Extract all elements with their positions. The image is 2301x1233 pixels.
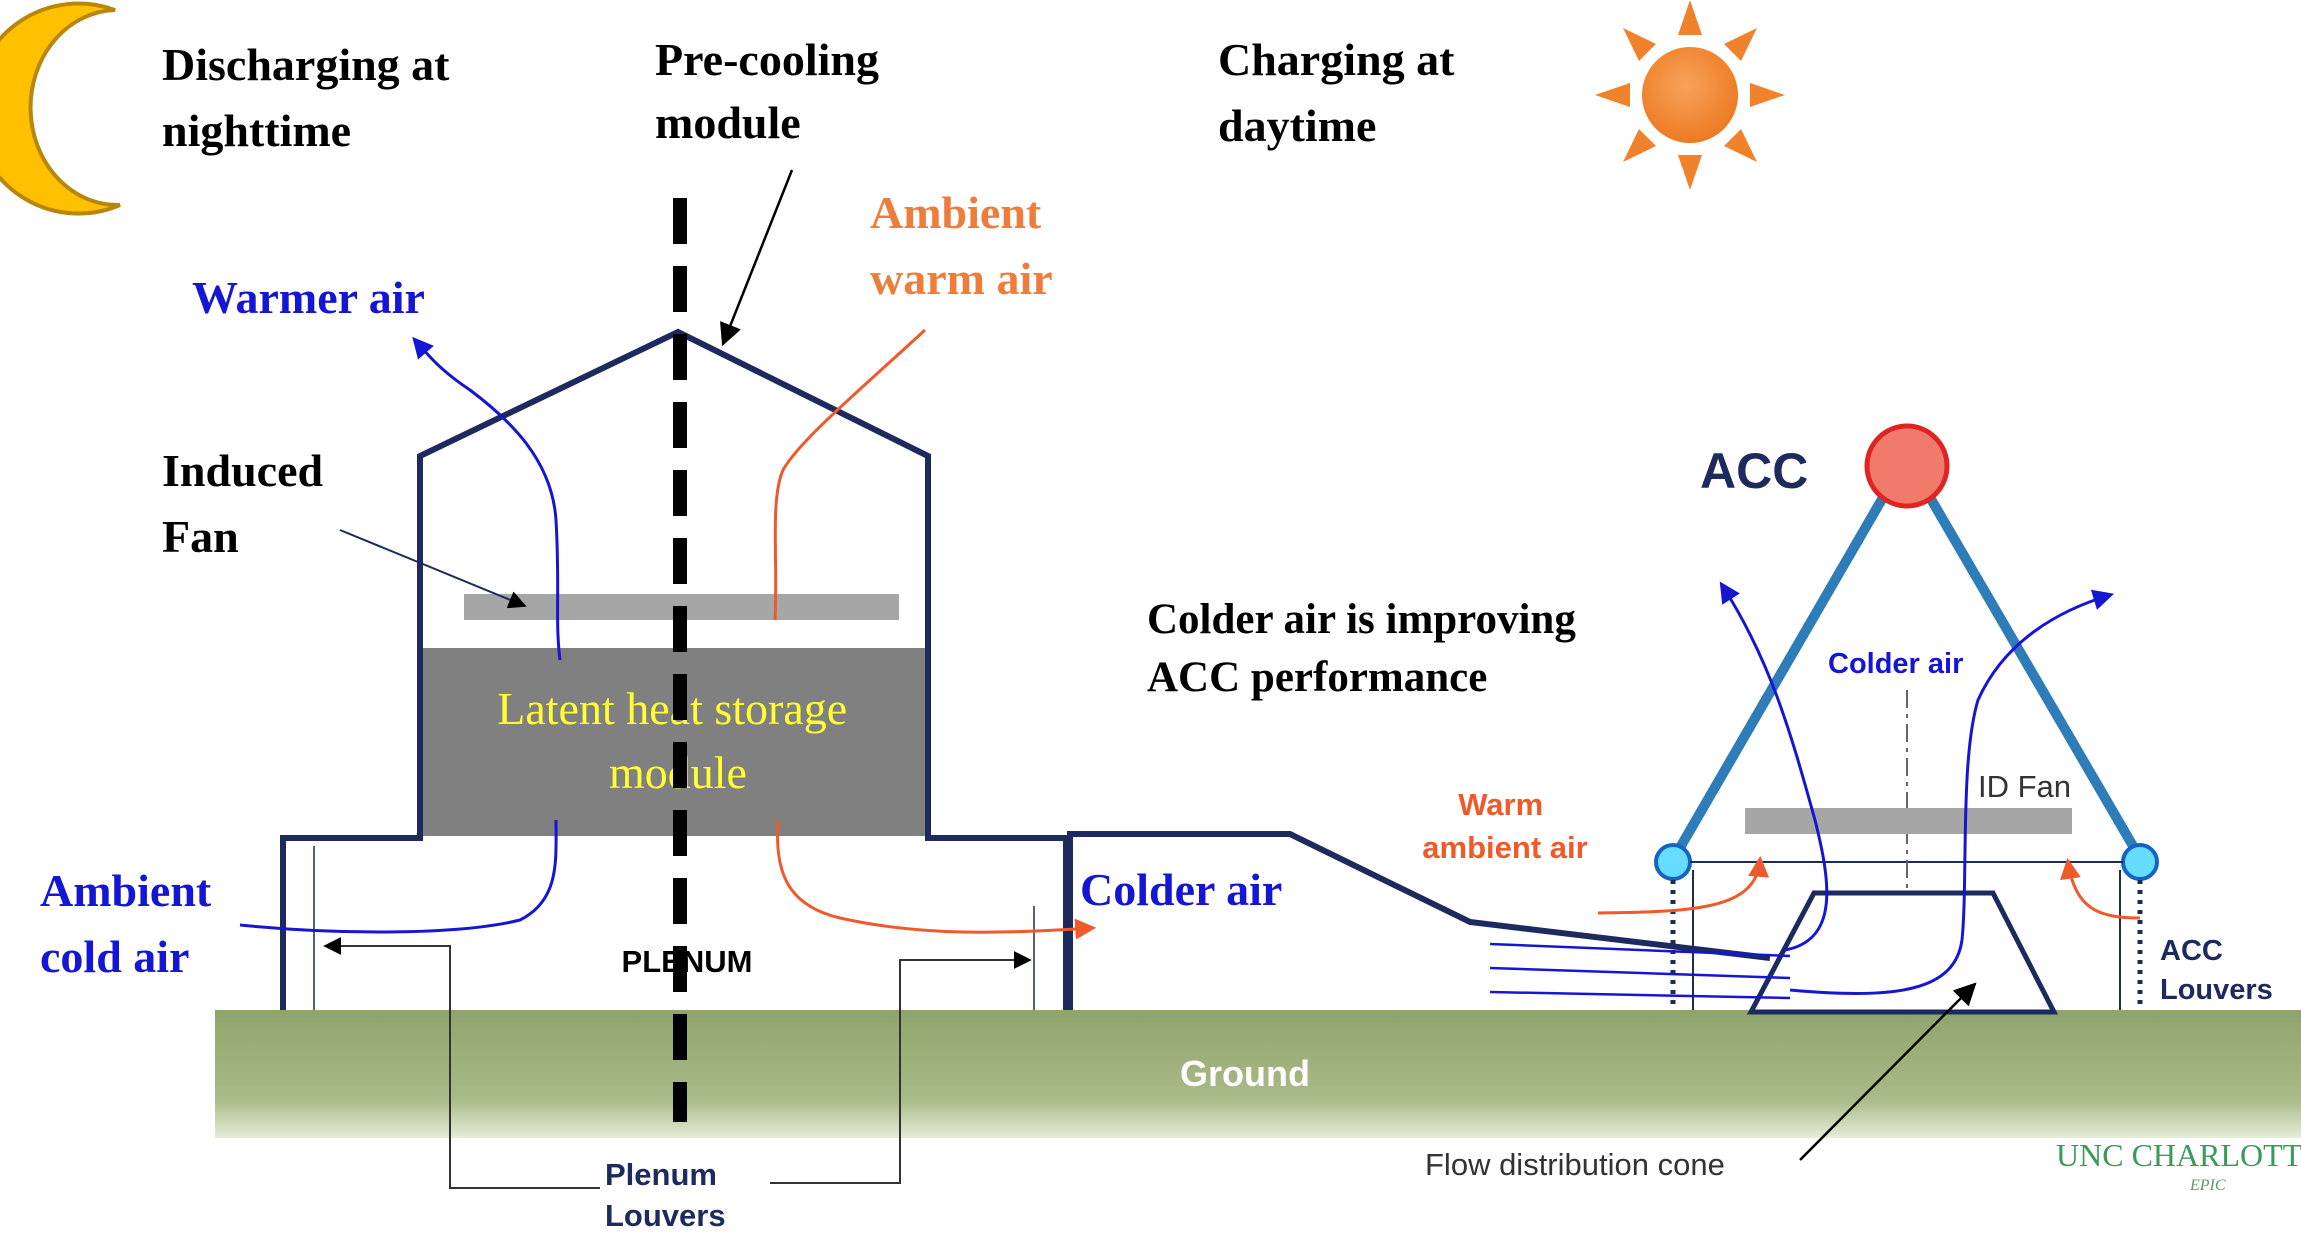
- acc-top-node: [1864, 423, 1950, 509]
- acc-louvers-label: ACC Louvers: [2160, 935, 2273, 1006]
- flow-cone-leader-arrow: [1799, 982, 1977, 1161]
- warm-ambient-inflow-right: [2060, 857, 2141, 920]
- ambient-warm-air-flow: [773, 328, 927, 621]
- plenum-louver-lines: [313, 846, 1035, 1010]
- precooling-module-outline: [280, 328, 1771, 1010]
- discharging-label: Discharging at nighttime: [162, 39, 461, 156]
- warmer-air-label: Warmer air: [192, 272, 425, 323]
- sun-icon: [1595, 0, 1785, 190]
- acc-colder-air-flow-left: [1719, 581, 1829, 952]
- acc-colder-air-label: Colder air: [1828, 648, 1963, 680]
- warm-ambient-inflow-left: [1597, 855, 1770, 915]
- svg-text:UNC CHARLOTTE: UNC CHARLOTTE: [2056, 1137, 2301, 1173]
- acc-left-node: [1654, 843, 1692, 881]
- unc-charlotte-logo: UNC CHARLOTTE EPIC: [2056, 1137, 2301, 1194]
- plenum-louvers-leader-right: [770, 951, 1032, 1184]
- ground-band: [215, 1010, 2301, 1138]
- induced-fan-label: Induced Fan: [162, 445, 335, 562]
- acc-right-node: [2121, 843, 2159, 881]
- plenum-louvers-label: Plenum Louvers: [605, 1157, 726, 1233]
- precooling-label: Pre-cooling module: [655, 34, 890, 148]
- colder-air-improving-label: Colder air is improving ACC performance: [1147, 596, 1587, 701]
- ambient-cold-air-flow: [239, 819, 558, 934]
- precooling-leader-arrow: [720, 169, 794, 347]
- id-fan-bar: [1745, 808, 2072, 834]
- warm-ambient-air-label: Warm ambient air: [1422, 787, 1587, 865]
- acc-a-frame: [1669, 489, 2145, 863]
- acc-louver-dots: [1670, 880, 2143, 1010]
- acc-label: ACC: [1700, 443, 1808, 499]
- ambient-warm-air-label: Ambient warm air: [870, 187, 1053, 304]
- svg-text:EPIC: EPIC: [2189, 1177, 2226, 1194]
- charging-label: Charging at daytime: [1218, 34, 1466, 151]
- crescent-moon-icon: [0, 1, 121, 216]
- plenum-louvers-leader-left: [323, 937, 600, 1189]
- flow-distribution-cone: [1746, 890, 2059, 1015]
- ground-label: Ground: [1180, 1053, 1310, 1094]
- ambient-cold-air-label: Ambient cold air: [40, 865, 223, 982]
- colder-air-left-label: Colder air: [1080, 864, 1282, 915]
- induced-fan-leader-arrow: [339, 529, 527, 609]
- colder-air-flow-arrow: [776, 819, 1097, 940]
- acc-colder-air-flow-right: [1789, 589, 2115, 995]
- plenum-label: PLENUM: [622, 944, 753, 979]
- id-fan-label: ID Fan: [1978, 769, 2071, 804]
- warmer-air-flow-arrow: [412, 336, 562, 661]
- flow-distribution-cone-label: Flow distribution cone: [1425, 1147, 1725, 1182]
- latent-storage-label: Latent heat storage module: [497, 683, 858, 798]
- acc-cold-inflow-lines: [1489, 942, 1791, 1000]
